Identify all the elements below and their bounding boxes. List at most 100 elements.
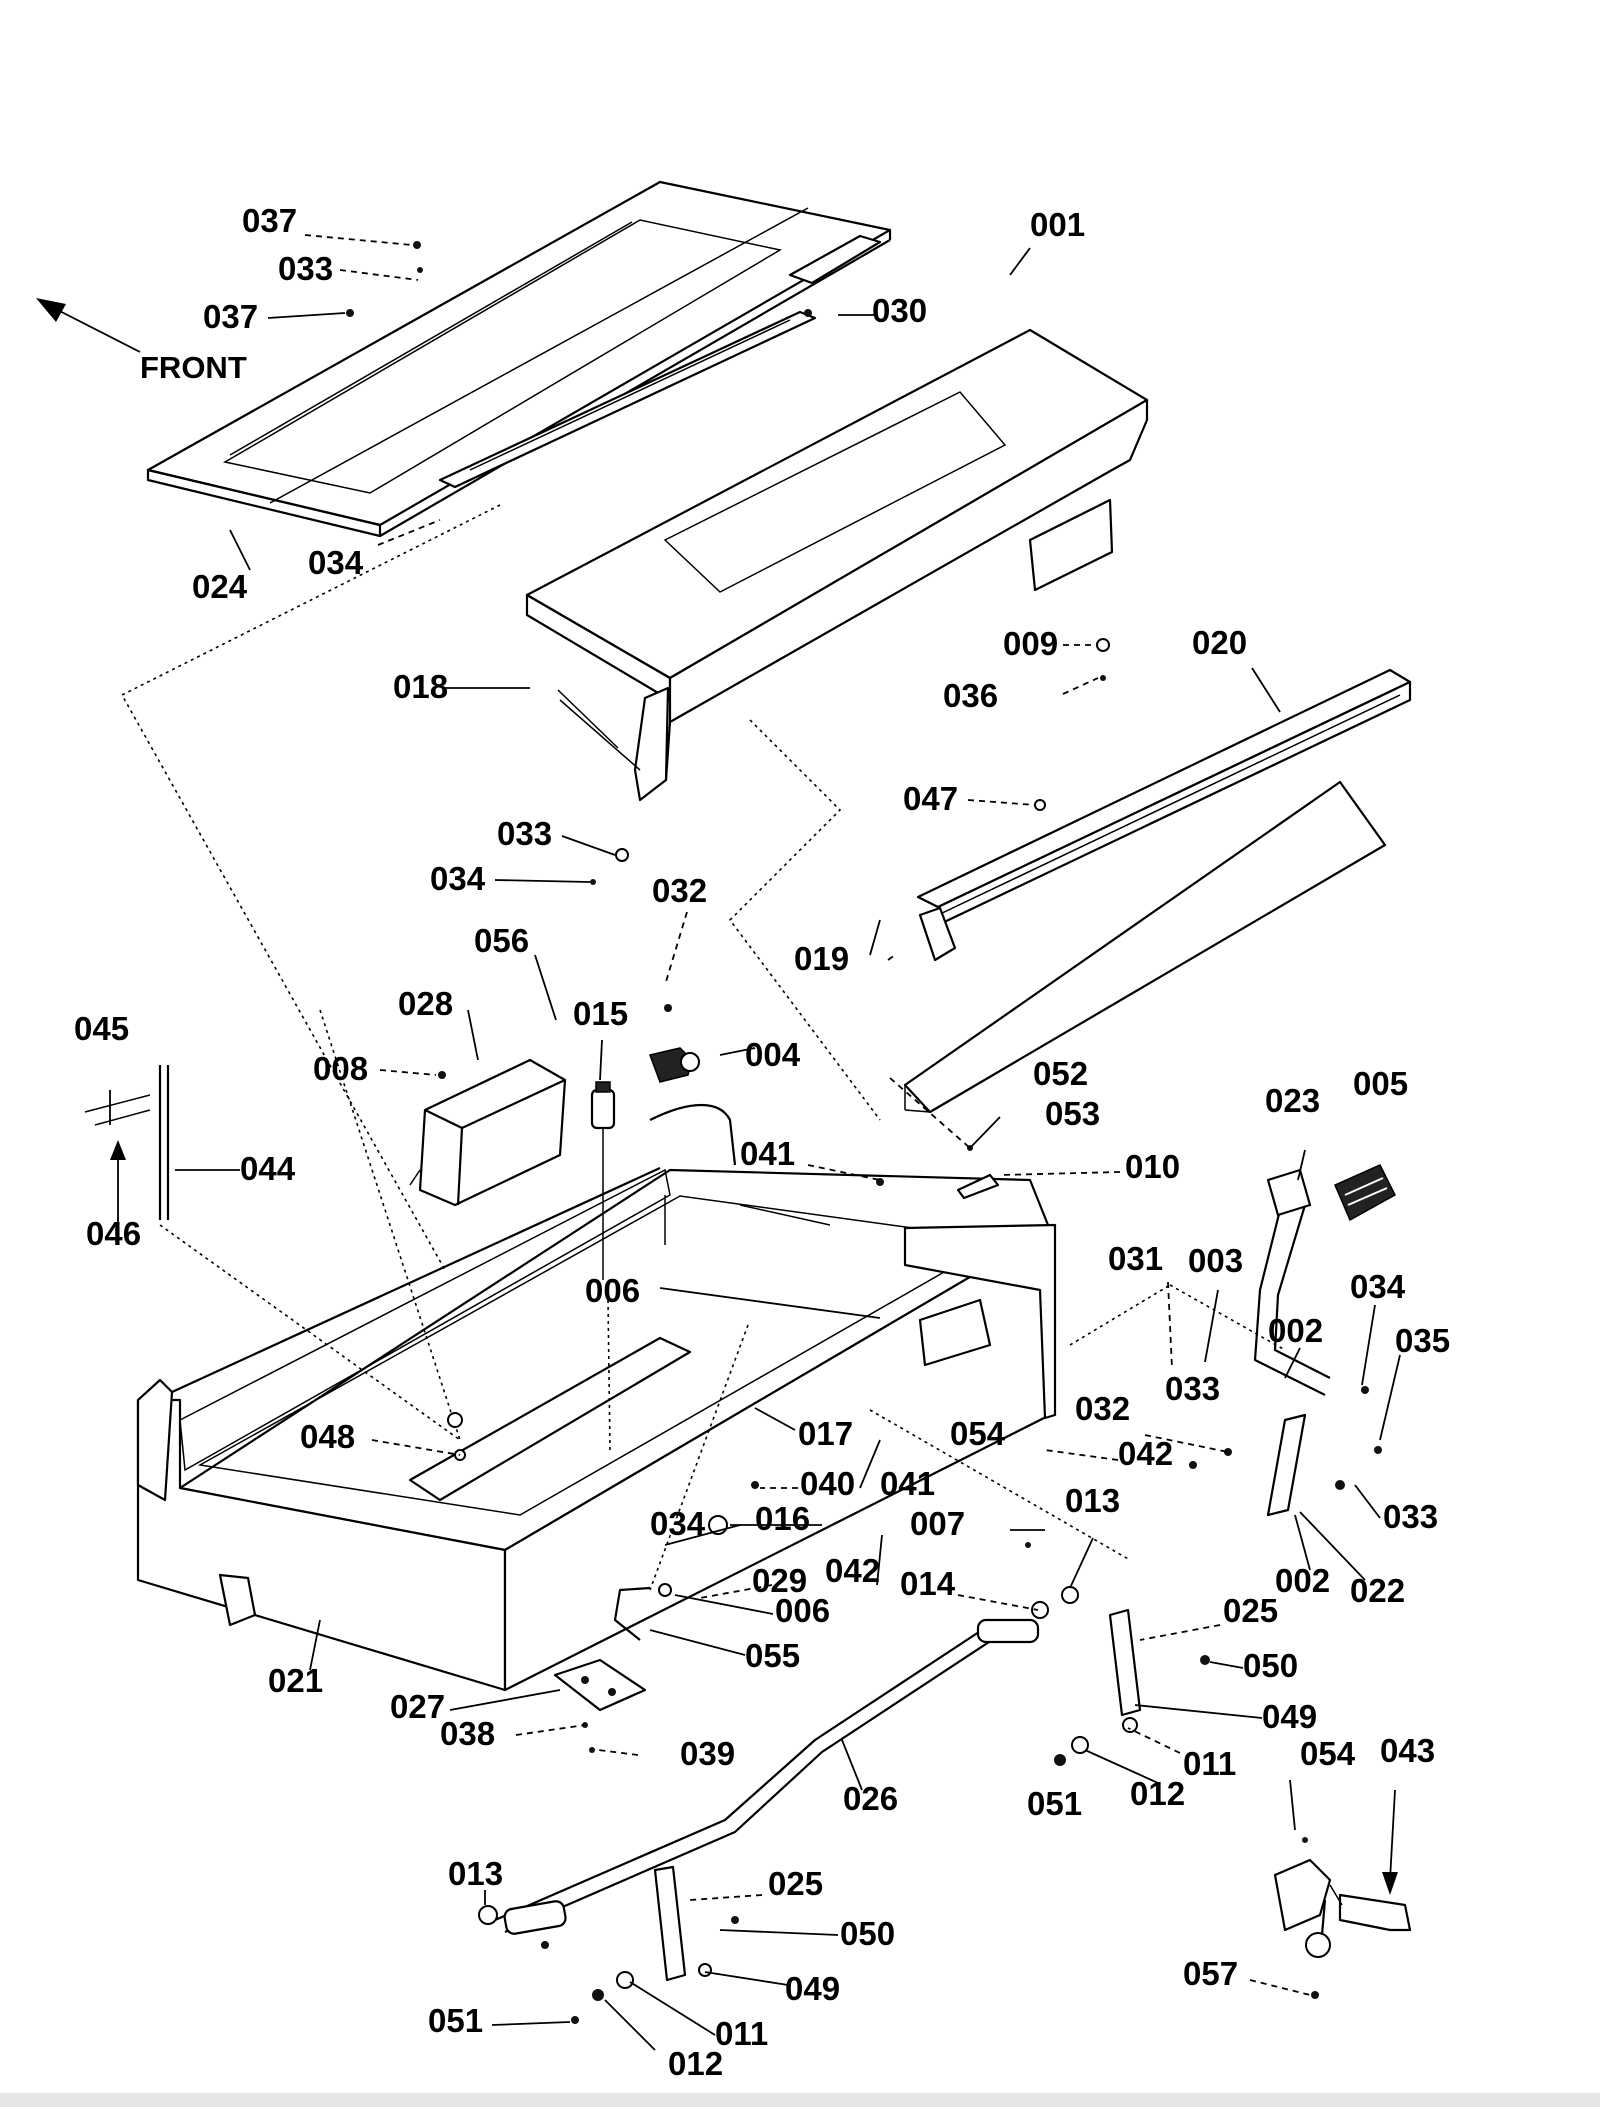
callout-035: 035 (1395, 1322, 1450, 1359)
callout-037-mid: 037 (203, 298, 258, 335)
callout-034-right: 034 (1350, 1268, 1406, 1305)
callout-056: 056 (474, 922, 529, 959)
callout-006-top: 006 (585, 1272, 640, 1309)
callout-033-right: 033 (1165, 1370, 1220, 1407)
callout-009: 009 (1003, 625, 1058, 662)
callout-026: 026 (843, 1780, 898, 1817)
callout-025-right: 025 (1223, 1592, 1278, 1629)
callout-029: 029 (752, 1562, 807, 1599)
callout-018: 018 (393, 668, 448, 705)
callout-053: 053 (1045, 1095, 1100, 1132)
callout-003: 003 (1188, 1242, 1243, 1279)
part-010-bracket (956, 1173, 1000, 1200)
part-005-pedal-pad (1334, 1164, 1396, 1222)
callout-054-right: 054 (1300, 1735, 1356, 1772)
part-043-bracket-assembly (1273, 1858, 1412, 1958)
callout-033-top: 033 (278, 250, 333, 287)
callout-050-left: 050 (840, 1915, 895, 1952)
callout-041-top: 041 (740, 1135, 795, 1172)
callout-010: 010 (1125, 1148, 1180, 1185)
part-025-link-left (653, 1865, 687, 1982)
callout-027: 027 (390, 1688, 445, 1725)
callout-034-bottom: 034 (650, 1505, 706, 1542)
callout-055: 055 (745, 1637, 800, 1674)
callout-013-right: 013 (1065, 1482, 1120, 1519)
callout-047: 047 (903, 780, 958, 817)
callout-046: 046 (86, 1215, 141, 1252)
callout-002-bottom: 002 (1275, 1562, 1330, 1599)
callout-017: 017 (798, 1415, 853, 1452)
callout-014: 014 (900, 1565, 956, 1602)
callout-019: 019 (794, 940, 849, 977)
callout-032-right: 032 (1075, 1390, 1130, 1427)
callout-034-mid: 034 (430, 860, 486, 897)
callout-016: 016 (755, 1500, 810, 1537)
callout-005: 005 (1353, 1065, 1408, 1102)
part-015-bottle (590, 1081, 616, 1280)
callout-045: 045 (74, 1010, 129, 1047)
part-019-trim-strip (903, 780, 1387, 1114)
part-022-pedal-link (1266, 1413, 1307, 1517)
front-arrow-icon (36, 298, 141, 353)
part-030-strip (438, 310, 817, 489)
callout-leader-lines (109, 234, 1401, 2051)
callout-labels: 037 033 037 030 001 024 034 018 009 020 … (74, 202, 1450, 2082)
callout-008: 008 (313, 1050, 368, 1087)
callout-041-bottom: 041 (880, 1465, 935, 1502)
part-004-fitting (649, 1047, 737, 1166)
assembly-reference-lines (120, 504, 1286, 1591)
callout-043: 043 (1380, 1732, 1435, 1769)
callout-037-top: 037 (242, 202, 297, 239)
callout-031: 031 (1108, 1240, 1163, 1277)
callout-051-left: 051 (428, 2002, 483, 2039)
part-023-pedal-arm (1253, 1168, 1331, 1396)
callout-032-top: 032 (652, 872, 707, 909)
callout-044: 044 (240, 1150, 296, 1187)
part-055-tube (613, 1586, 651, 1641)
callout-040: 040 (800, 1465, 855, 1502)
callout-039: 039 (680, 1735, 735, 1772)
callout-022: 022 (1350, 1572, 1405, 1609)
callout-030: 030 (872, 292, 927, 329)
callout-036: 036 (943, 677, 998, 714)
bottom-strip (0, 2093, 1600, 2107)
callout-052: 052 (1033, 1055, 1088, 1092)
part-025-link-right (1108, 1608, 1142, 1717)
callout-013-left: 013 (448, 1855, 503, 1892)
callout-050-right: 050 (1243, 1647, 1298, 1684)
callout-033-far-right: 033 (1383, 1498, 1438, 1535)
callout-023: 023 (1265, 1082, 1320, 1119)
callout-042-right: 042 (1118, 1435, 1173, 1472)
callout-021: 021 (268, 1662, 323, 1699)
part-018-console (525, 328, 1149, 802)
callout-025-left: 025 (768, 1865, 823, 1902)
callout-012-left: 012 (668, 2045, 723, 2082)
callout-007: 007 (910, 1505, 965, 1542)
part-026-rod (494, 1618, 1040, 1935)
callout-011-left: 011 (715, 2015, 768, 2052)
callout-048: 048 (300, 1418, 355, 1455)
callout-049-right: 049 (1262, 1698, 1317, 1735)
callout-020: 020 (1192, 624, 1247, 661)
callout-011-right: 011 (1183, 1745, 1236, 1782)
callout-033-mid: 033 (497, 815, 552, 852)
front-label: FRONT (140, 350, 247, 385)
callout-028: 028 (398, 985, 453, 1022)
callout-015: 015 (573, 995, 628, 1032)
callout-001: 001 (1030, 206, 1085, 243)
callout-042-bottom: 042 (825, 1552, 880, 1589)
callout-006-bottom: 006 (775, 1592, 830, 1629)
part-028-box (409, 1058, 567, 1207)
callout-024: 024 (192, 568, 248, 605)
callout-057: 057 (1183, 1955, 1238, 1992)
callout-038: 038 (440, 1715, 495, 1752)
part-027-plate (553, 1658, 647, 1712)
callout-051-right: 051 (1027, 1785, 1082, 1822)
part-020-trim-strip (916, 668, 1412, 927)
callout-034-top: 034 (308, 544, 364, 581)
part-044-rod (84, 1065, 170, 1220)
part-021-frame (136, 1167, 1057, 1692)
callout-012-right: 012 (1130, 1775, 1185, 1812)
callout-054-mid: 054 (950, 1415, 1006, 1452)
